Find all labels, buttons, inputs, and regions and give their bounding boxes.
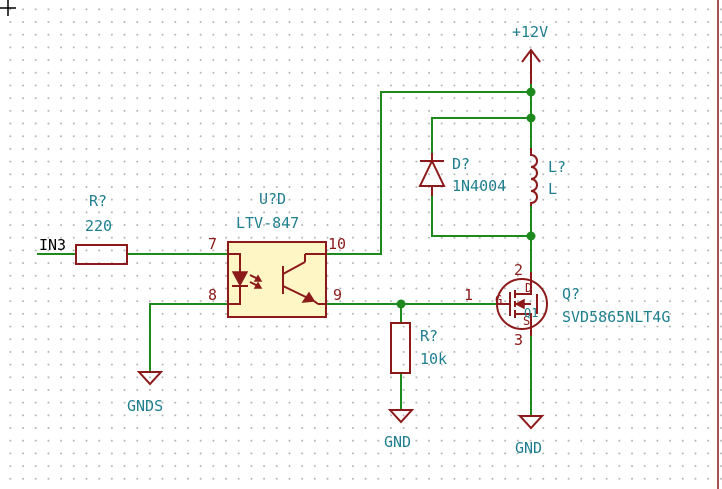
- diode-triangle-icon: [418, 158, 446, 187]
- mosfet-arrow-icon: [514, 298, 525, 310]
- resistor-body: [75, 244, 128, 265]
- ground-icon: [387, 409, 415, 424]
- mosfet-source-letter: S: [523, 314, 530, 328]
- ground-symbol-gnds[interactable]: GNDS: [127, 371, 164, 415]
- resistor-r-pulldown[interactable]: R? 10k: [390, 322, 447, 374]
- inductor-value-label: L: [548, 180, 557, 198]
- ground-label: GND: [515, 439, 542, 457]
- mosfet-body-label: Q1: [524, 306, 538, 320]
- junctions: [396, 87, 536, 309]
- mosfet-pin-1-label: 1: [464, 286, 473, 304]
- diode-ref-label: D?: [452, 155, 470, 173]
- pin-8-label: 8: [208, 286, 217, 304]
- mosfet-source-lead: [515, 313, 532, 336]
- led-icon: [228, 253, 263, 305]
- mosfet-ref-label: Q?: [562, 285, 580, 303]
- junction-dot: [526, 87, 536, 97]
- wires: [37, 83, 532, 417]
- resistor-body: [390, 322, 411, 374]
- resistor-value-label: 220: [85, 217, 112, 235]
- wire-opto-8-to-gnds[interactable]: [149, 303, 229, 373]
- optocoupler-value-label: LTV-847: [236, 214, 299, 232]
- mosfet-value-label: SVD5865NLT4G: [562, 308, 670, 326]
- wire-opto-10-to-12v[interactable]: [325, 91, 532, 255]
- power-label-12v: +12V: [512, 23, 548, 41]
- ground-label-gnds: GNDS: [127, 397, 163, 415]
- ground-label: GND: [384, 433, 411, 451]
- pin-9-label: 9: [333, 286, 342, 304]
- phototransistor-icon: [282, 253, 326, 305]
- wire-diode-cathode[interactable]: [431, 117, 532, 154]
- resistor-r-in[interactable]: R? 220: [75, 192, 128, 265]
- junction-dot: [526, 113, 536, 123]
- net-label-in3[interactable]: IN3: [39, 236, 66, 254]
- ground-icon: [517, 415, 545, 430]
- mosfet-pin-3-label: 3: [514, 331, 523, 349]
- crosshair-cursor-icon: [0, 0, 16, 16]
- junction-dot: [526, 231, 536, 241]
- pin-10-label: 10: [328, 235, 346, 253]
- ground-symbol-mosfet[interactable]: GND: [515, 415, 545, 457]
- mosfet-pin-2-label: 2: [514, 261, 523, 279]
- wire-diode-anode[interactable]: [431, 195, 532, 237]
- inductor-ref-label: L?: [548, 158, 566, 176]
- mosfet-q[interactable]: 1 2 2 3 G S D Q1 Q? SVD5865NLT4G: [464, 261, 670, 349]
- mosfet-drain-letter: D: [525, 281, 532, 295]
- optocoupler-u-d[interactable]: U?D LTV-847 7 8 10 9: [200, 190, 346, 318]
- resistor-ref-label: R?: [420, 327, 438, 345]
- power-symbol-12v[interactable]: +12V: [512, 23, 548, 84]
- mosfet-gate-letter: G: [495, 293, 502, 307]
- ground-symbol-pulldown[interactable]: GND: [384, 409, 415, 451]
- resistor-ref-label: R?: [89, 192, 107, 210]
- resistor-value-label: 10k: [420, 350, 447, 368]
- diode-d[interactable]: D? 1N4004: [418, 153, 506, 196]
- optocoupler-ref-label: U?D: [259, 190, 286, 208]
- mosfet-drain-lead: [515, 272, 532, 295]
- inductor-coil-icon: [530, 148, 538, 206]
- junction-dot: [396, 299, 406, 309]
- inductor-l[interactable]: L? L: [530, 148, 566, 206]
- ground-icon: [136, 371, 164, 386]
- pin-7-label: 7: [208, 235, 217, 253]
- diode-value-label: 1N4004: [452, 177, 506, 195]
